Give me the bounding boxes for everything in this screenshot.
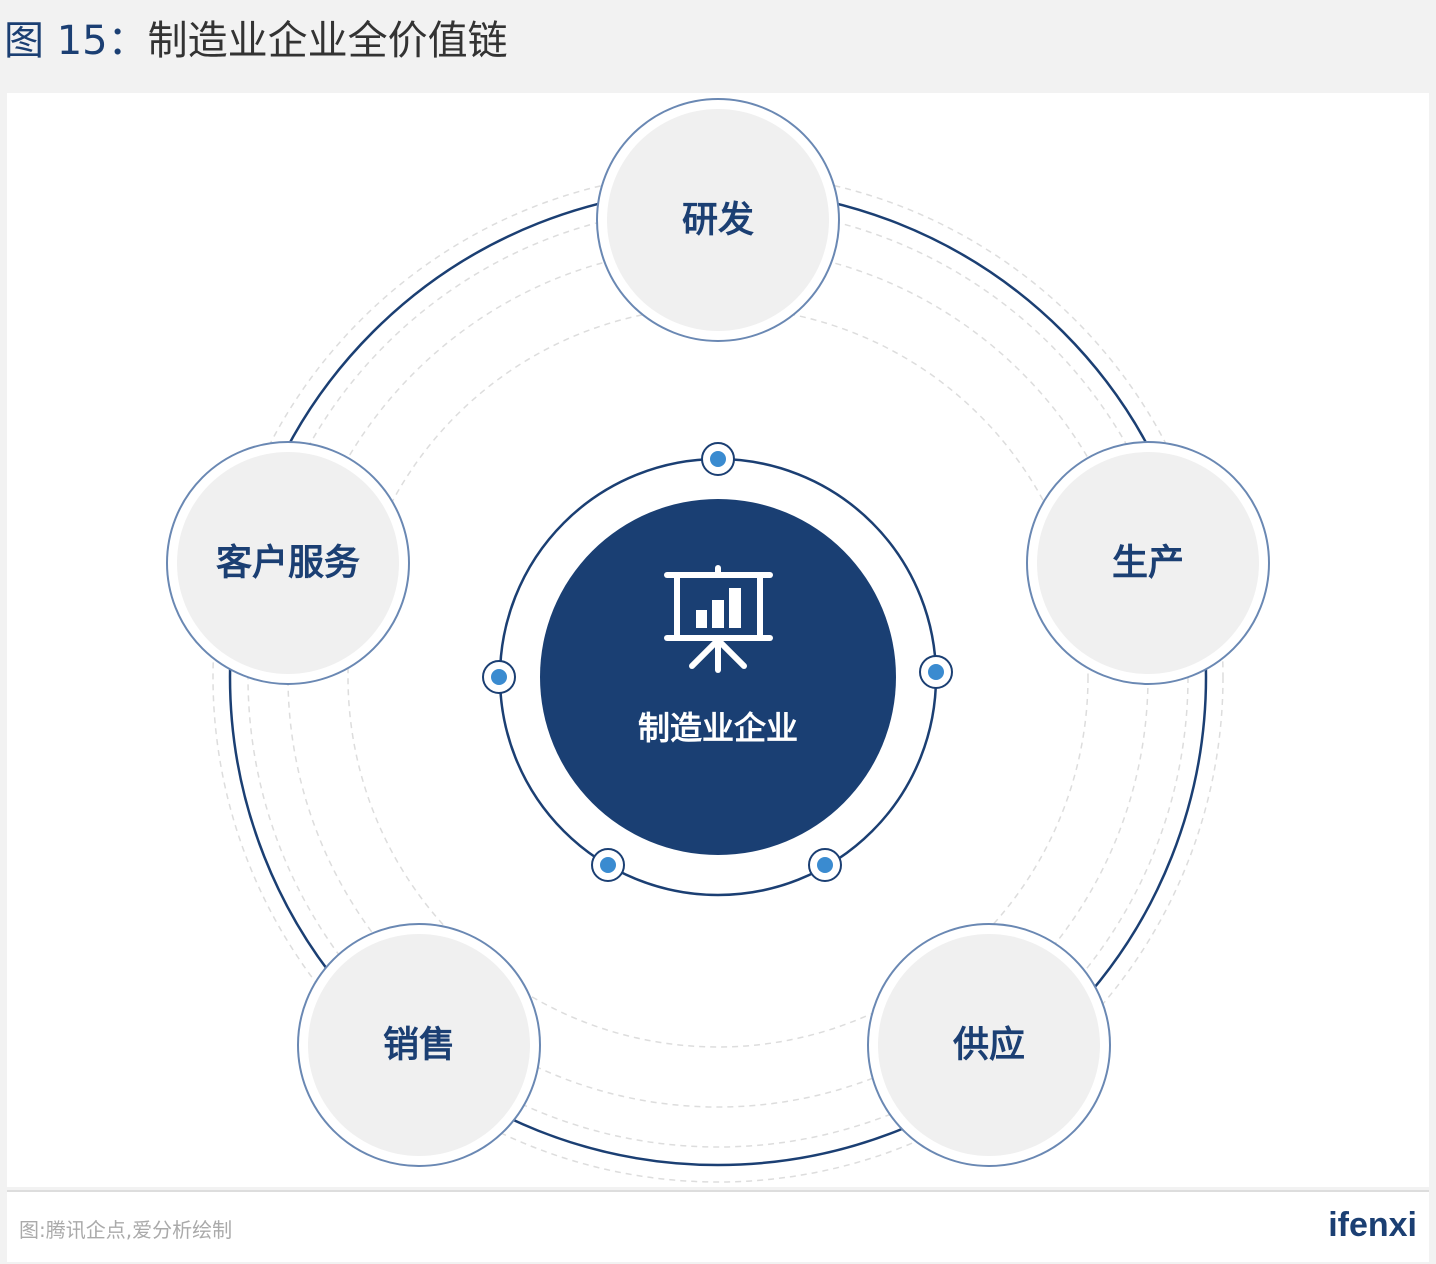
node-1: 生产 xyxy=(1026,441,1270,685)
ring-dot xyxy=(482,660,516,694)
ifenxi-logo: ifenxi xyxy=(1328,1206,1417,1244)
node-circle xyxy=(308,934,530,1156)
node-label: 销售 xyxy=(383,1025,455,1066)
presentation-chart-icon xyxy=(664,565,773,673)
node-label: 供应 xyxy=(953,1025,1025,1066)
node-4: 客户服务 xyxy=(166,441,410,685)
node-label: 生产 xyxy=(1112,543,1184,584)
ring-dot xyxy=(808,848,842,882)
node-circle xyxy=(878,934,1100,1156)
node-label: 客户服务 xyxy=(216,543,360,584)
node-circle xyxy=(607,109,829,331)
node-3: 销售 xyxy=(297,923,541,1167)
node-label: 研发 xyxy=(682,200,754,241)
center-circle xyxy=(540,499,896,855)
node-circle xyxy=(1037,452,1259,674)
figure-number: 图 15： xyxy=(4,18,148,64)
source-note: 图:腾讯企点,爱分析绘制 xyxy=(19,1218,233,1242)
ring-dot xyxy=(919,655,953,689)
footer: 图:腾讯企点,爱分析绘制 ifenxi xyxy=(7,1190,1429,1262)
ring-dot xyxy=(591,848,625,882)
page-title: 图 15：制造业企业全价值链 xyxy=(4,8,508,66)
center-label: 制造业企业 xyxy=(638,709,798,747)
ring-dot xyxy=(701,442,735,476)
node-2: 供应 xyxy=(867,923,1111,1167)
figure-title: 制造业企业全价值链 xyxy=(147,18,508,64)
node-0: 研发 xyxy=(596,98,840,342)
node-circle xyxy=(177,452,399,674)
